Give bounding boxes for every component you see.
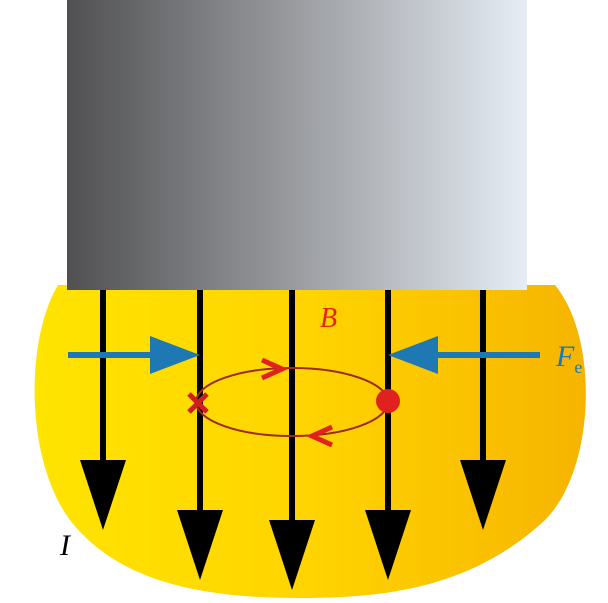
field-into-page-icon [187, 392, 209, 414]
current-label: I [59, 529, 72, 562]
molten-pool [34, 285, 586, 598]
field-out-of-page-icon [376, 389, 400, 413]
current-arrow [269, 290, 315, 590]
magnetic-field-label: B [320, 303, 337, 334]
current-arrow [80, 290, 126, 530]
force-subscript: e [574, 357, 582, 377]
loop-direction-arrow [260, 357, 289, 381]
force-arrow-left [68, 336, 200, 374]
electrode [67, 0, 527, 290]
force-label: Fe [555, 340, 582, 377]
current-arrows [80, 290, 506, 590]
loop-direction-arrow [305, 424, 334, 448]
force-arrow-right [388, 336, 540, 374]
current-arrow [460, 290, 506, 530]
force-symbol: F [555, 340, 575, 373]
